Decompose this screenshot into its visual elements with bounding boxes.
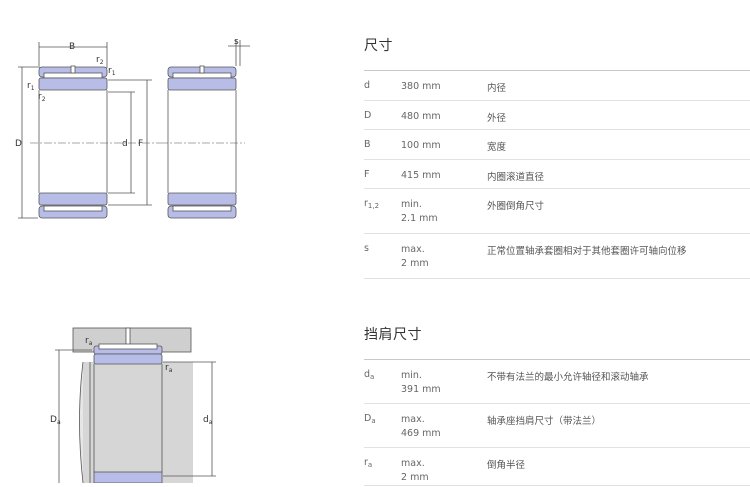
- bearing-section-drawing: [18, 40, 250, 219]
- spec-row: r1,2 min.2.1 mm 外圈倒角尺寸: [364, 189, 750, 234]
- spec-panel: 尺寸 d 380 mm 内径 D 480 mm 外径 B 100 mm 宽度 F 415 mm 内圈滚…: [364, 0, 750, 486]
- spec-description: 内圈滚道直径: [487, 172, 545, 183]
- abutment-table: da min.391 mm 不带有法兰的最小允许轴径和滚动轴承 Da max.469 m…: [364, 359, 750, 486]
- label-F: F: [138, 139, 143, 149]
- spec-row: F 415 mm 内圈滚道直径: [364, 160, 750, 189]
- spec-row: ra max.2 mm 倒角半径: [364, 448, 750, 486]
- spec-value: 100 mm: [401, 140, 441, 151]
- label-s: s: [234, 37, 239, 47]
- label-ra-top: ra: [85, 336, 93, 347]
- dimensions-title: 尺寸: [364, 38, 393, 54]
- spec-row: B 100 mm 宽度: [364, 130, 750, 160]
- label-Da: Da: [50, 415, 61, 426]
- spec-value: max.2 mm: [401, 244, 429, 269]
- spec-row: d 380 mm 内径: [364, 70, 750, 101]
- label-D: D: [15, 139, 22, 149]
- spec-symbol: F: [364, 169, 370, 180]
- spec-symbol: ra: [364, 457, 373, 469]
- spec-row: da min.391 mm 不带有法兰的最小允许轴径和滚动轴承: [364, 359, 750, 404]
- spec-value: max.469 mm: [401, 414, 441, 439]
- spec-value: max.2 mm: [401, 458, 429, 483]
- spec-value: 380 mm: [401, 81, 441, 92]
- spec-description: 外圈倒角尺寸: [487, 201, 545, 212]
- label-ra-inner: ra: [165, 363, 173, 374]
- spec-symbol: r1,2: [364, 198, 380, 210]
- spec-description: 外径: [487, 113, 507, 124]
- dimensions-table: d 380 mm 内径 D 480 mm 外径 B 100 mm 宽度 F 415 mm 内圈滚道直径…: [364, 70, 750, 279]
- spec-symbol: s: [364, 243, 369, 254]
- spec-description: 内径: [487, 83, 507, 94]
- spec-description: 轴承座挡肩尺寸（带法兰）: [487, 416, 602, 427]
- label-r1-left: r1: [27, 81, 35, 92]
- bearing-drawing-svg: B r2 r1 r1 r2 D d F s: [15, 37, 250, 484]
- abutment-drawing: [55, 327, 216, 484]
- spec-description: 倒角半径: [487, 460, 526, 471]
- label-B: B: [69, 42, 75, 52]
- spec-row: Da max.469 mm 轴承座挡肩尺寸（带法兰）: [364, 404, 750, 448]
- spec-symbol: D: [364, 110, 372, 121]
- spec-row: D 480 mm 外径: [364, 101, 750, 130]
- spec-description: 正常位置轴承套圈相对于其他套圈许可轴向位移: [487, 246, 687, 257]
- label-da: da: [203, 415, 213, 426]
- spec-description: 不带有法兰的最小允许轴径和滚动轴承: [487, 372, 649, 383]
- label-r2-left: r2: [38, 92, 46, 103]
- spec-symbol: B: [364, 139, 371, 150]
- spec-value: min.2.1 mm: [401, 199, 438, 224]
- bearing-drawings: B r2 r1 r1 r2 D d F s: [0, 0, 340, 484]
- abutment-title: 挡肩尺寸: [364, 327, 422, 343]
- label-r1-top: r1: [108, 66, 116, 77]
- spec-symbol: da: [364, 369, 375, 381]
- spec-symbol: d: [364, 80, 371, 91]
- spec-description: 宽度: [487, 142, 507, 153]
- spec-row: s max.2 mm 正常位置轴承套圈相对于其他套圈许可轴向位移: [364, 234, 750, 279]
- spec-symbol: Da: [364, 413, 376, 425]
- spec-value: 480 mm: [401, 111, 441, 122]
- bearing-section-labels: B r2 r1 r1 r2 D d F s: [15, 37, 239, 149]
- spec-value: min.391 mm: [401, 370, 441, 395]
- label-r2-top: r2: [96, 55, 104, 66]
- abutment-labels: ra ra Da da: [50, 336, 213, 426]
- spec-value: 415 mm: [401, 170, 441, 181]
- label-d: d: [122, 139, 128, 149]
